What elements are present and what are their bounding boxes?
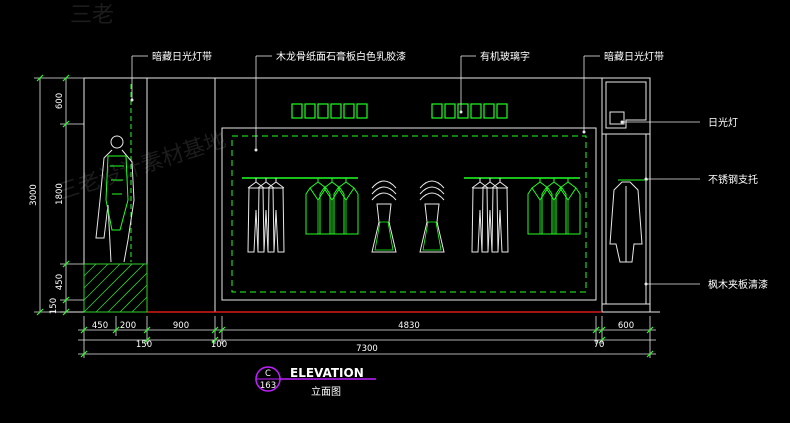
dim-h-900: 900 [173,321,189,331]
acrylic-letter-box [304,103,316,119]
dim-v-seg-1: 600 [55,93,65,109]
dim-v-seg-2: 1800 [55,183,65,205]
acrylic-letter-box [431,103,443,119]
hanger [267,178,285,189]
dress-lining [374,221,394,251]
dim-h-70: 70 [594,340,605,350]
jacket [319,187,345,235]
label-stainless-bracket: 不锈钢支托 [708,173,758,186]
dim-h-450: 450 [92,321,108,331]
acrylic-letter-box [356,103,368,119]
hanger [257,178,275,189]
hanger-stack [419,180,445,201]
jacket [333,187,359,235]
trousers [257,187,275,253]
acrylic-letter-box [317,103,329,119]
dim-v-seg-4: 150 [49,298,59,314]
trousers [247,187,265,253]
label-gypsum-board: 木龙骨纸面石膏板白色乳胶漆 [276,50,406,63]
label-light-strip-right: 暗藏日光灯带 [604,50,664,63]
hanger [491,178,509,189]
acrylic-letter-box [496,103,508,119]
bracket-coat [609,179,648,263]
label-acrylic-letters: 有机玻璃字 [480,50,530,63]
watermark-top: 三老 [70,3,114,28]
jacket [541,187,567,235]
hanger [337,178,355,189]
leader-dots [130,98,648,286]
dim-h-600: 600 [618,321,634,331]
title-block: C 163 ELEVATION 立面图 [255,366,376,398]
dim-h-150: 150 [136,340,152,350]
hanger [531,178,549,189]
watermark-middle: 三老设计素材基地 [54,128,229,206]
watermark: 三老 三老设计素材基地 [54,3,229,206]
hanger [545,178,563,189]
structure [60,77,660,313]
jacket [527,187,553,235]
hanger [323,178,341,189]
dim-v-seg-3: 450 [55,274,65,290]
trousers [481,187,499,253]
dim-v-total: 3000 [29,184,39,206]
acrylic-letter-box [483,103,495,119]
dim-h-total: 7300 [356,344,378,354]
dress-lining [422,221,442,251]
dim-h-4830: 4830 [398,321,420,331]
display-frame [221,127,597,301]
trousers [267,187,285,253]
hanger-stack [371,180,397,201]
label-maple-plywood: 枫木夹板清漆 [708,278,768,291]
dress [371,203,397,253]
jacket [305,187,331,235]
acrylic-letter-box [444,103,456,119]
horizontal-dimension-ticks [80,326,654,358]
dim-h-200: 200 [120,321,136,331]
title-text: ELEVATION [290,366,364,380]
mannequin-figure [95,135,135,263]
vertical-dimension-ticks [36,74,70,316]
hanger [481,178,499,189]
hanger [309,178,327,189]
horizontal-dimension-lines [78,316,656,358]
plinth [83,263,148,313]
garments [247,178,581,253]
acrylic-letter-box [343,103,355,119]
dim-h-100: 100 [211,340,227,350]
hanger [471,178,489,189]
acrylic-letter-box [330,103,342,119]
jacket [555,187,581,235]
label-light-strip-left: 暗藏日光灯带 [152,50,212,63]
label-fluorescent-lamp: 日光灯 [708,116,738,129]
acrylic-letter-box [291,103,303,119]
dress [419,203,445,253]
acrylic-letter-box [470,103,482,119]
title-section: C [265,369,271,379]
vertical-dimension-lines [34,77,84,313]
title-sheet: 163 [260,381,276,391]
trousers [471,187,489,253]
acrylic-letter-box [457,103,469,119]
leaders [131,55,700,285]
hanger [247,178,265,189]
trousers [491,187,509,253]
hanger [559,178,577,189]
title-subtitle: 立面图 [311,385,341,398]
acrylic-letters [291,103,508,119]
